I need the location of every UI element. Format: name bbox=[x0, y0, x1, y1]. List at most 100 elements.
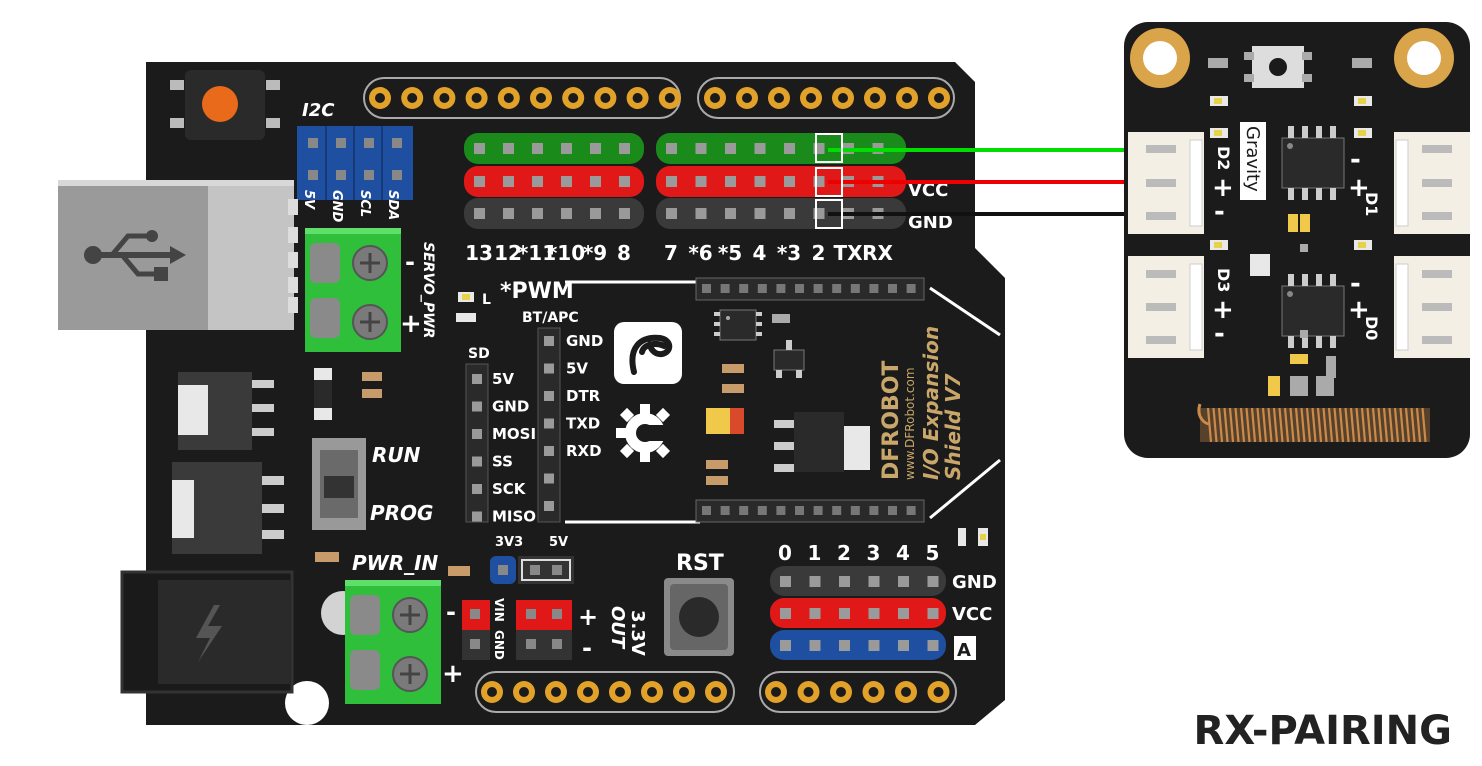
bt-apc-label: BT/APC bbox=[522, 310, 579, 326]
port-connector bbox=[1394, 256, 1470, 358]
svg-text:-: - bbox=[1214, 319, 1225, 349]
rst-button bbox=[664, 578, 734, 656]
port-connector bbox=[1128, 256, 1204, 358]
svg-text:-: - bbox=[1350, 269, 1361, 299]
header-pin bbox=[503, 176, 514, 187]
caption-title: RX-PAIRING bbox=[1193, 708, 1452, 754]
header-pin bbox=[561, 208, 572, 219]
header-pin bbox=[590, 208, 601, 219]
header-pin bbox=[927, 576, 939, 587]
header-pin bbox=[868, 608, 880, 619]
header-pin bbox=[532, 176, 543, 187]
pwr-in-label: PWR_IN bbox=[352, 551, 439, 575]
header-pin bbox=[839, 608, 850, 619]
3v3-label: 3V3 bbox=[495, 535, 523, 550]
header-pin bbox=[725, 143, 736, 154]
port-label: D3 bbox=[1214, 268, 1233, 292]
digital-pin-number: 7 bbox=[664, 241, 678, 265]
pwm-label: *PWM bbox=[500, 279, 574, 304]
bt-pin-label: DTR bbox=[566, 387, 601, 405]
digital-pin-number: *11 bbox=[518, 241, 556, 265]
gear-icon bbox=[616, 404, 678, 462]
analog-pin-number: 5 bbox=[926, 541, 940, 565]
analog-pin-number: 4 bbox=[896, 541, 910, 565]
i2c-label: I2C bbox=[302, 100, 335, 121]
url-label: www.DFRobot.com bbox=[903, 367, 917, 480]
header-pin bbox=[561, 143, 572, 154]
svg-text:-: - bbox=[1214, 197, 1225, 227]
pairing-button bbox=[1269, 58, 1287, 76]
header-pin bbox=[898, 608, 909, 619]
analog-pin-number: 1 bbox=[808, 541, 822, 565]
svg-text:+: + bbox=[578, 603, 598, 631]
header-pin bbox=[619, 208, 630, 219]
i2c-header bbox=[297, 126, 413, 200]
header-pin bbox=[754, 176, 766, 187]
run-label: RUN bbox=[372, 443, 421, 467]
usb-connector bbox=[58, 180, 294, 330]
digital-pin-number: *6 bbox=[688, 241, 712, 265]
prog-label: PROG bbox=[370, 501, 433, 525]
header-pin bbox=[813, 176, 825, 187]
digital-pin-number: *10 bbox=[547, 241, 585, 265]
header-pin bbox=[666, 176, 677, 187]
header-pin bbox=[868, 576, 880, 587]
digital-pin-number: *9 bbox=[583, 241, 607, 265]
bt-pin-label: 5V bbox=[566, 360, 588, 378]
header-pin bbox=[927, 608, 939, 619]
header-pin bbox=[590, 143, 601, 154]
svg-text:+: + bbox=[400, 309, 422, 339]
vin-label: VIN bbox=[492, 598, 506, 622]
header-pin bbox=[725, 208, 736, 219]
header-pin bbox=[898, 576, 909, 587]
header-pin bbox=[839, 576, 850, 587]
header-pin bbox=[809, 640, 821, 651]
sd-label: SD bbox=[468, 346, 490, 362]
svg-text:+: + bbox=[1348, 173, 1370, 203]
header-pin bbox=[590, 176, 601, 187]
led-l-label: L bbox=[482, 292, 491, 308]
port-label: D0 bbox=[1362, 316, 1381, 340]
digital-pin-number: RX bbox=[862, 241, 893, 265]
row-gnd-label: GND bbox=[908, 212, 953, 233]
analog-pin-header bbox=[770, 566, 946, 660]
bt-pin-label: RXD bbox=[566, 442, 602, 460]
svg-text:+: + bbox=[1348, 295, 1370, 325]
digital-pin-number: 4 bbox=[753, 241, 767, 265]
header-pin bbox=[927, 640, 939, 651]
header-pin bbox=[754, 208, 766, 219]
out-label: OUT bbox=[607, 606, 628, 650]
port-connector bbox=[1394, 132, 1470, 234]
port-label: D2 bbox=[1214, 146, 1233, 170]
port-label: D1 bbox=[1362, 192, 1381, 216]
header-pin bbox=[532, 143, 543, 154]
header-pin bbox=[666, 208, 677, 219]
svg-text:-: - bbox=[446, 598, 456, 626]
digital-pin-number: TX bbox=[833, 241, 863, 265]
header-pin bbox=[813, 208, 825, 219]
out-33v-label: 3.3V bbox=[627, 610, 648, 656]
header-pin bbox=[780, 576, 791, 587]
gnd-v-label: GND bbox=[492, 630, 506, 660]
a-row-label: A bbox=[957, 640, 971, 661]
bt-pin-label: GND bbox=[566, 332, 603, 350]
header-pin bbox=[784, 208, 795, 219]
header-pin bbox=[619, 176, 630, 187]
rst-label: RST bbox=[676, 551, 724, 576]
gravity-label: Gravity bbox=[1242, 126, 1263, 192]
header-pin bbox=[695, 208, 707, 219]
lightning-icon bbox=[196, 605, 222, 662]
reset-button-top bbox=[202, 86, 238, 122]
run-prog-switch bbox=[312, 438, 366, 530]
header-pin bbox=[839, 640, 850, 651]
usb-icon bbox=[84, 230, 186, 281]
power-jack bbox=[120, 570, 294, 694]
header-pin bbox=[784, 143, 795, 154]
header-pin bbox=[813, 143, 825, 154]
analog-pin-number: 0 bbox=[778, 541, 792, 565]
header-pin bbox=[898, 640, 909, 651]
